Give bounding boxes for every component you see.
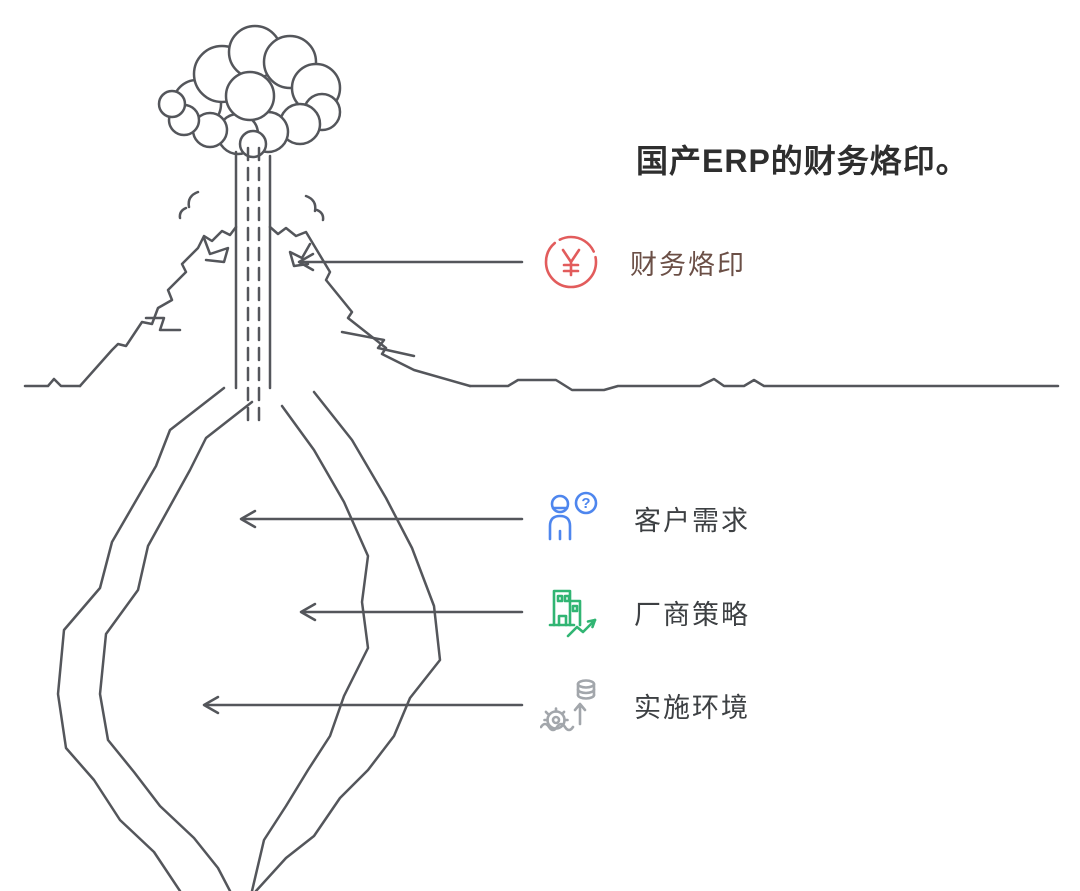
underground-inner-outline	[98, 400, 370, 891]
callout-customer-label: 客户需求	[634, 505, 750, 536]
callout-customer: ? 客户需求	[540, 489, 750, 547]
question-glyph: ?	[581, 495, 590, 512]
customer-need-icon: ?	[548, 491, 598, 541]
implementation-environment-icon	[540, 679, 596, 732]
underground-outer-outline	[56, 386, 442, 891]
arrow-customer	[239, 509, 524, 529]
arrow-finance	[297, 252, 524, 272]
callout-finance-label: 财务烙印	[630, 249, 746, 280]
arrow-implementation	[202, 695, 524, 715]
callout-finance: 财务烙印	[542, 233, 746, 291]
smoke-cloud-icon	[157, 24, 342, 159]
waterline	[23, 377, 1060, 392]
arrow-vendor	[299, 602, 524, 622]
callout-vendor: 厂商策略	[540, 583, 750, 641]
vendor-strategy-icon	[548, 589, 597, 638]
volcano-mountain	[78, 225, 472, 388]
lava-splash-icon	[178, 190, 325, 222]
yen-circle-icon	[544, 235, 598, 289]
callout-vendor-label: 厂商策略	[634, 599, 750, 630]
callout-implementation-label: 实施环境	[634, 692, 750, 723]
eruption-column	[234, 146, 272, 424]
callout-implementation: 实施环境	[540, 676, 750, 734]
page-title: 国产ERP的财务烙印。	[636, 143, 969, 179]
